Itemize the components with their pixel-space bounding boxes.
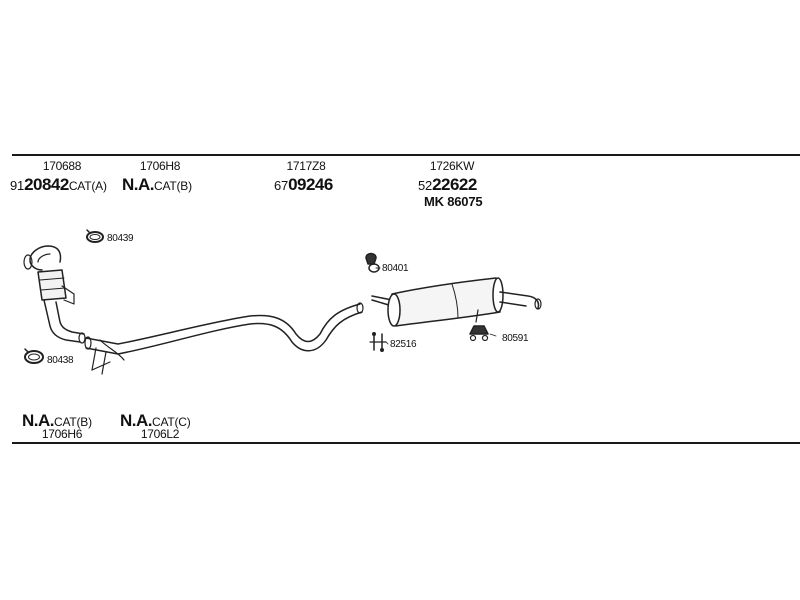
mk-part-number: MK 86075 [424, 194, 483, 209]
part-code-170688: 170688 [42, 159, 82, 173]
part-number-main: 22622 [432, 175, 477, 194]
label-clamp-lower: 80438 [47, 355, 74, 366]
part-number-main: N.A. [122, 175, 155, 194]
part-number-prefix: 52 [418, 178, 433, 193]
clamp-icon-80439 [86, 229, 104, 243]
part-number-suffix: CAT(A) [68, 179, 107, 193]
top-divider-line [12, 154, 800, 156]
part-number-group-3: 6709246 [274, 176, 333, 194]
label-rubber-mount: 80401 [382, 263, 409, 274]
rear-silencer [371, 277, 542, 327]
part-number-main: N.A. [22, 411, 55, 430]
leader-lines [385, 333, 497, 345]
part-code-1706L2: 1706L2 [140, 427, 180, 441]
bracket-icon-82516 [369, 332, 387, 352]
rubber-mount-icon-80401 [365, 252, 381, 273]
front-pipe-catalytic-converter [23, 245, 86, 344]
bottom-part-group-1: N.A.CAT(B) [22, 412, 92, 430]
middle-pipe [84, 302, 364, 375]
part-number-group-4: 5222622 [418, 176, 477, 194]
part-number-prefix: 67 [274, 178, 289, 193]
label-clamp-upper: 80439 [107, 233, 134, 244]
part-code-1726KW: 1726KW [429, 159, 475, 173]
clamp-icon-80438 [24, 348, 44, 364]
part-number-suffix: CAT(C) [152, 415, 191, 429]
part-number-suffix: CAT(B) [54, 415, 92, 429]
hanger-icon-80591 [469, 325, 489, 342]
bottom-part-group-2: N.A.CAT(C) [120, 412, 191, 430]
part-code-1717Z8: 1717Z8 [286, 159, 326, 173]
part-number-prefix: 91 [10, 178, 25, 193]
part-code-1706H8: 1706H8 [139, 159, 181, 173]
label-bracket: 82516 [390, 339, 417, 350]
part-number-group-2: N.A.CAT(B) [122, 176, 192, 194]
part-code-1706H6: 1706H6 [41, 427, 83, 441]
part-number-main: 20842 [24, 175, 69, 194]
bottom-divider-line [12, 442, 800, 444]
part-number-group-1: 9120842CAT(A) [10, 176, 107, 194]
part-number-main: N.A. [120, 411, 153, 430]
label-hanger: 80591 [502, 333, 529, 344]
part-number-suffix: CAT(B) [154, 179, 192, 193]
part-number-main: 09246 [288, 175, 333, 194]
